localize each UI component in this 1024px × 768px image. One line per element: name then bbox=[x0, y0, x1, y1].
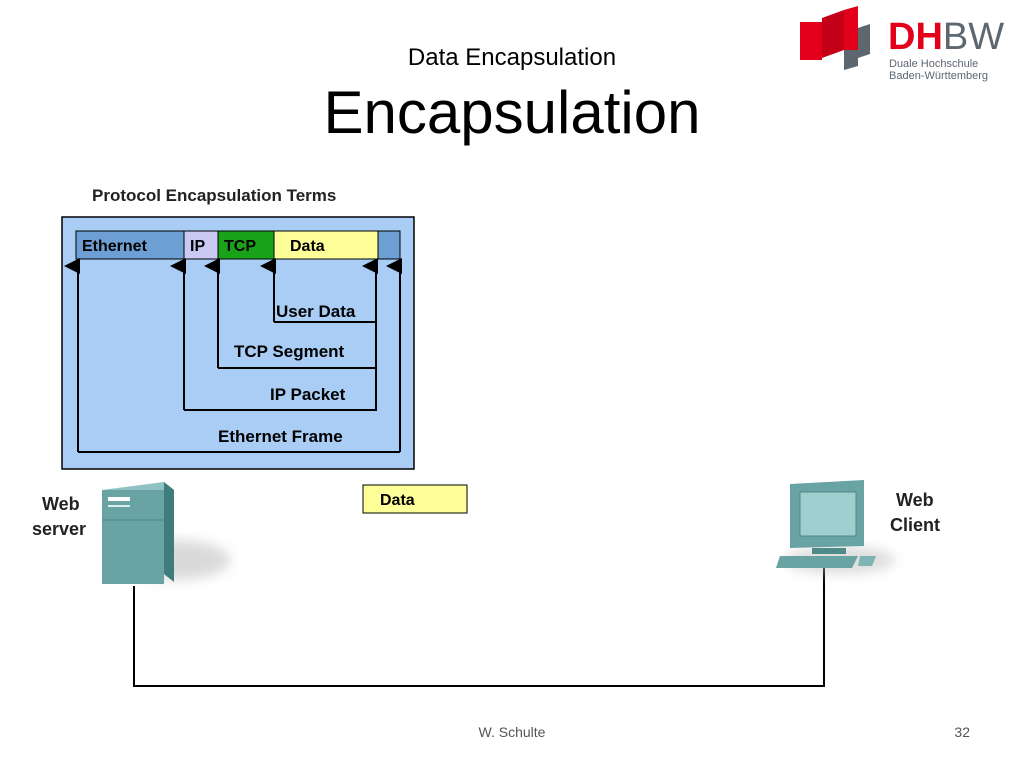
network-cable bbox=[133, 566, 825, 687]
field-ip bbox=[183, 230, 219, 260]
page-number: 32 bbox=[954, 724, 970, 740]
slide-title: Encapsulation bbox=[323, 79, 701, 146]
term-ethernet-frame: Ethernet Frame bbox=[218, 427, 343, 446]
logo-line-1: Duale Hochschule bbox=[889, 58, 979, 70]
slide-subtitle: Data Encapsulation bbox=[407, 44, 617, 71]
field-tcp bbox=[217, 230, 275, 260]
web-server-label-line1: Web bbox=[42, 494, 80, 514]
bracket-ip-packet bbox=[184, 368, 377, 411]
logo-bw: BW bbox=[942, 16, 1005, 58]
field-ethernet bbox=[75, 230, 185, 260]
dhbw-logo-wordmark: DHBW bbox=[888, 16, 1004, 59]
field-data bbox=[273, 230, 379, 260]
web-client-label-line2: Client bbox=[890, 515, 940, 535]
web-client-label-line1: Web bbox=[896, 490, 934, 510]
field-data-label: Data bbox=[290, 238, 325, 255]
term-user-data: User Data bbox=[276, 302, 356, 321]
transmitted-data-label: Data bbox=[380, 492, 415, 509]
dhbw-logo-mark bbox=[800, 6, 870, 70]
field-ip-label: IP bbox=[190, 238, 205, 255]
field-trailer bbox=[377, 230, 401, 260]
panel-title: Protocol Encapsulation Terms bbox=[92, 186, 336, 205]
web-server-icon bbox=[102, 482, 230, 584]
field-tcp-label: TCP bbox=[224, 238, 256, 255]
web-server-label-line2: server bbox=[32, 519, 86, 539]
transmitted-data-box bbox=[362, 484, 468, 514]
term-ip-packet: IP Packet bbox=[270, 385, 346, 404]
term-tcp-segment: TCP Segment bbox=[234, 342, 345, 361]
logo-line-2: Baden-Württemberg bbox=[889, 70, 989, 82]
footer-author: W. Schulte bbox=[478, 724, 546, 740]
field-ethernet-label: Ethernet bbox=[82, 238, 148, 255]
logo-dh: DH bbox=[888, 16, 943, 58]
dhbw-logo-subtitle: Duale Hochschule Baden-Württemberg bbox=[889, 58, 988, 82]
web-client-icon bbox=[776, 480, 895, 574]
dhbw-logo: DHBW Duale Hochschule Baden-Württemberg bbox=[796, 6, 1018, 86]
